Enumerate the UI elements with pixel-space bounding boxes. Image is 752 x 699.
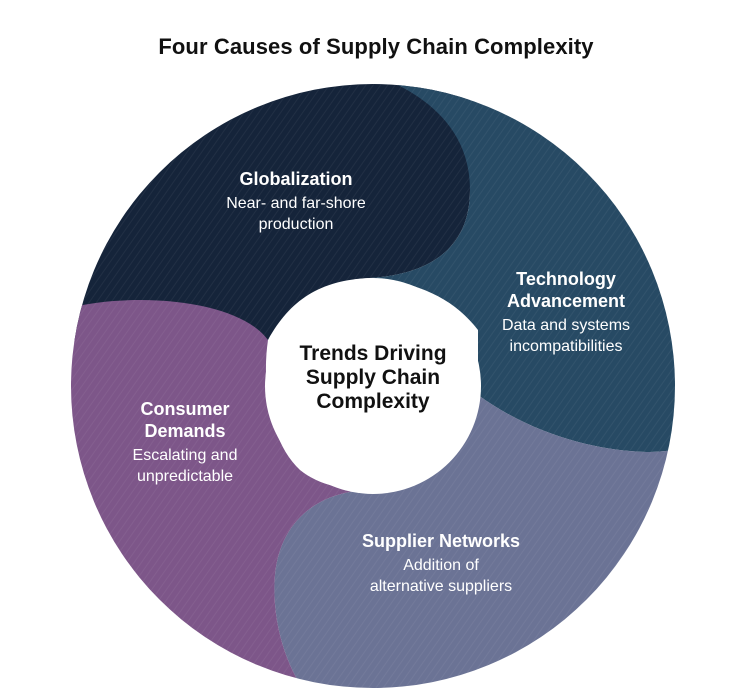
- globalization-desc-line2: production: [258, 216, 334, 233]
- technology-desc-line1: Data and systems: [501, 317, 631, 334]
- center-line3: Complexity: [316, 390, 430, 413]
- globalization-label: Globalization Near- and far-shore produc…: [196, 168, 396, 235]
- technology-title-line1: Technology: [516, 269, 616, 289]
- technology-title-line2: Advancement: [506, 291, 626, 311]
- consumer-desc-line2: unpredictable: [136, 468, 234, 485]
- center-circle: [265, 278, 481, 494]
- consumer-title-line1: Consumer: [140, 399, 230, 419]
- globalization-desc-line1: Near- and far-shore: [226, 195, 366, 212]
- technology-desc-line2: incompatibilities: [509, 338, 623, 355]
- center-label: Trends Driving Supply Chain Complexity: [268, 342, 478, 414]
- center-line1: Trends Driving: [299, 342, 447, 365]
- technology-label: Technology Advancement Data and systems …: [466, 268, 666, 357]
- globalization-title: Globalization: [239, 169, 353, 189]
- supplier-desc-line1: Addition of: [403, 557, 479, 574]
- consumer-title-line2: Demands: [144, 421, 226, 441]
- consumer-desc-line1: Escalating and: [132, 447, 238, 464]
- consumer-label: Consumer Demands Escalating and unpredic…: [90, 398, 280, 487]
- center-line2: Supply Chain: [305, 366, 441, 389]
- diagram-title: Four Causes of Supply Chain Complexity: [158, 34, 594, 59]
- supplier-desc-line2: alternative suppliers: [369, 578, 513, 595]
- supplier-title: Supplier Networks: [361, 531, 521, 551]
- supplier-label: Supplier Networks Addition of alternativ…: [326, 530, 556, 597]
